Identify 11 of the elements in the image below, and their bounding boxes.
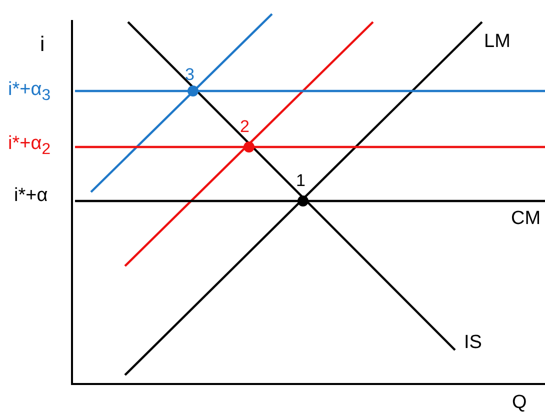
rate-label: i*+α$_{3}$ <box>8 80 51 104</box>
rate-label: i*+α <box>14 186 48 205</box>
point-number: 3 <box>185 66 194 83</box>
curve-label: LM <box>484 32 510 51</box>
point-number: 2 <box>240 118 250 135</box>
rate-label: i*+α$_{2}$ <box>8 134 51 158</box>
curve-label: IS <box>464 333 482 352</box>
curve-label: CM <box>511 209 541 228</box>
axis-label: i <box>40 34 45 55</box>
axis-label: Q <box>512 393 527 412</box>
point-number: 1 <box>296 172 306 189</box>
